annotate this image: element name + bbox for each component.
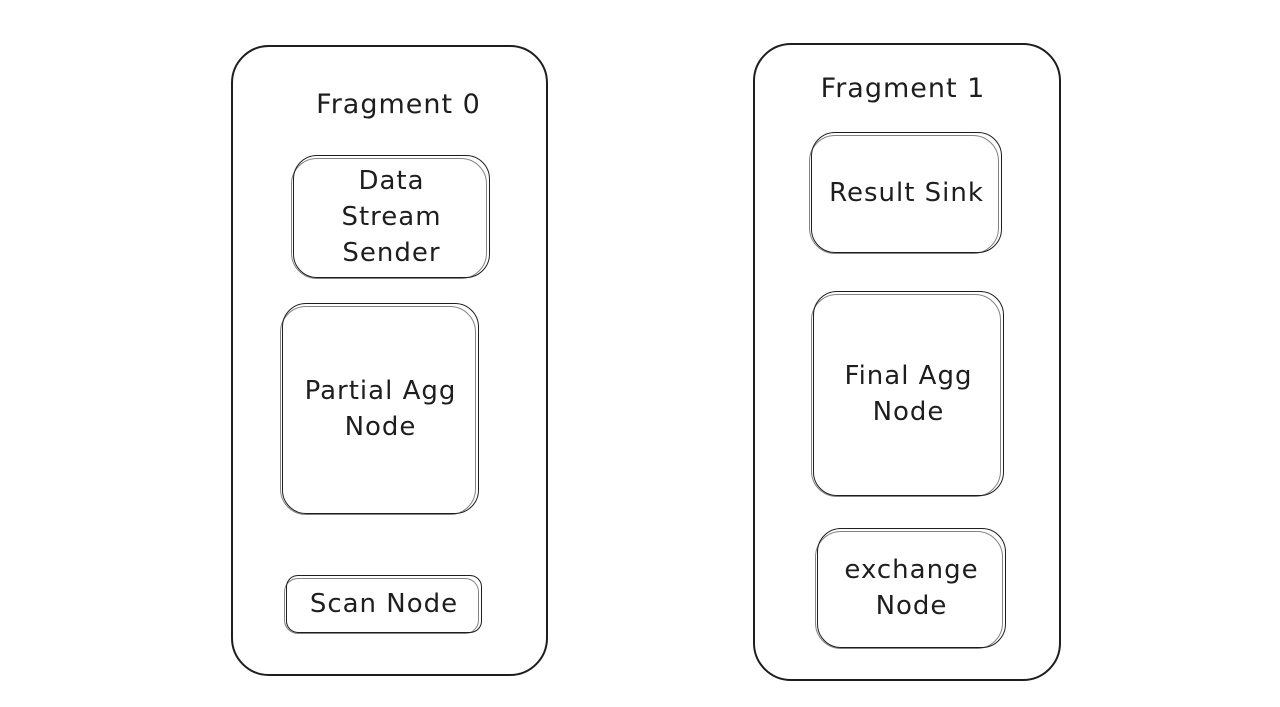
data-stream-sender-label: Data Stream Sender — [341, 165, 442, 268]
scan-node: Scan Node — [284, 575, 482, 634]
result-sink-node: Result Sink — [809, 132, 1002, 254]
final-agg-node-label: Final Agg Node — [844, 360, 973, 427]
final-agg-node: Final Agg Node — [811, 291, 1004, 497]
result-sink-label: Result Sink — [829, 177, 984, 208]
exchange-node: exchange Node — [815, 528, 1006, 649]
partial-agg-node-label: Partial Agg Node — [304, 375, 457, 442]
fragment-1-container: Fragment 1 Result Sink Final Agg Node ex… — [753, 43, 1061, 681]
data-stream-sender-node: Data Stream Sender — [291, 155, 490, 279]
fragment-0-title: Fragment 0 — [316, 89, 481, 120]
exchange-node-label: exchange Node — [844, 555, 979, 621]
fragment-0-container: Fragment 0 Data Stream Sender Partial Ag… — [231, 45, 548, 676]
scan-node-label: Scan Node — [309, 589, 459, 619]
fragment-1-title: Fragment 1 — [820, 73, 986, 104]
partial-agg-node: Partial Agg Node — [280, 303, 479, 515]
